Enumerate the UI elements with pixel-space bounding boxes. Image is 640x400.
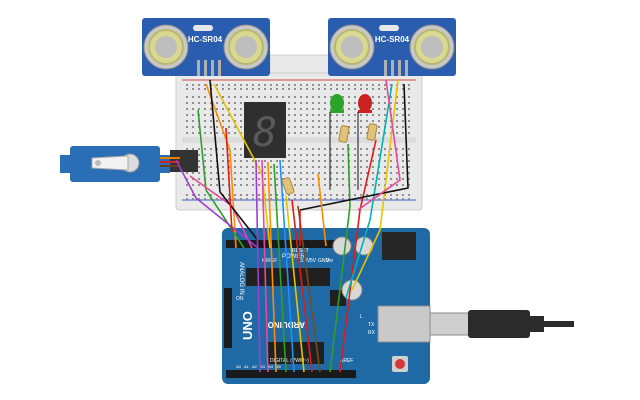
arduino-ioref-label: IOREF [262,258,277,264]
analog-pin-label: A0 [236,364,242,369]
usb-cable [429,310,574,338]
arduino-reset-label: RESET [292,248,309,254]
sensor-right-label: HC-SR04 [375,35,410,44]
arduino-tx-label: TX [368,322,375,328]
servo-motor [60,146,198,182]
sensor-pins [197,60,408,76]
led-green [330,94,344,113]
analog-pin-label: A4 [268,364,274,369]
arduino-l-label: L [360,314,363,320]
seven-segment-digit: 8 [253,110,277,156]
wires [175,79,409,373]
resistors [281,123,378,195]
arduino-on-label: ON [236,296,244,302]
sensor-left-label: HC-SR04 [188,35,223,44]
arduino-analog-label: ANALOG IN [238,262,244,295]
analog-pin-label: A5 [276,364,282,369]
arduino-5v-label: 5V [310,258,317,264]
analog-pin-label: A2 [252,364,258,369]
arduino-vin-label: Vin [326,258,333,264]
seven-segment-display: 8 [244,102,286,158]
arduino-model-label: UNO [240,311,255,340]
arduino-brand-label: ARDUINO [268,320,305,329]
analog-pin-label: A1 [244,364,250,369]
arduino-gnd-label: GND [318,258,330,264]
arduino-aref-label: AREF [340,358,353,364]
ultrasonic-sensor-left: HC-SR04 [142,18,270,76]
arduino-uno-board: POWER ANALOG IN UNO ARDUINO TX RX L ON D… [222,228,431,384]
analog-pin-label: A3 [260,364,266,369]
ultrasonic-sensor-right: HC-SR04 [328,18,456,76]
arduino-digital-label: DIGITAL (PWM~) [270,358,309,364]
arduino-power-label: POWER [282,254,305,260]
led-red [358,94,372,113]
arduino-rx-label: RX [368,330,376,336]
